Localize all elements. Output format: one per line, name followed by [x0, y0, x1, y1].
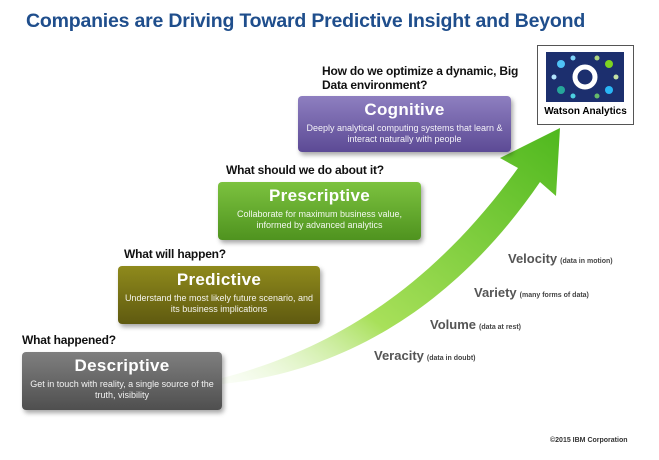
stage-descriptive-box: Descriptive Get in touch with reality, a… [22, 352, 222, 410]
question-prescriptive: What should we do about it? [226, 163, 384, 177]
v-variety: Variety(many forms of data) [474, 285, 589, 300]
v-sub: (data in motion) [560, 258, 613, 265]
stage-description: Collaborate for maximum business value, … [236, 209, 403, 230]
v-sub: (data in doubt) [426, 355, 476, 362]
stage-cognitive-box: Cognitive Deeply analytical computing sy… [298, 96, 511, 152]
stage-title: Predictive [176, 270, 262, 289]
watson-analytics-logo: Watson Analytics [537, 45, 634, 125]
copyright: ©2015 IBM Corporation [550, 437, 628, 444]
stage-title: Prescriptive [269, 186, 370, 205]
v-veracity: Veracity(data in doubt) [374, 348, 475, 363]
stage-title: Cognitive [364, 100, 445, 119]
v-label: Variety [474, 285, 517, 300]
v-label: Volume [430, 317, 476, 332]
v-volume: Volume(data at rest) [430, 317, 521, 332]
question-cognitive: How do we optimize a dynamic, Big Data e… [322, 64, 519, 92]
watson-analytics-logo-icon [546, 52, 624, 102]
v-label: Veracity [374, 348, 424, 363]
stage-title: Descriptive [74, 356, 170, 375]
stage-prescriptive-box: Prescriptive Collaborate for maximum bus… [218, 182, 421, 240]
watson-analytics-label: Watson Analytics [544, 106, 627, 117]
stage-description: Understand the most likely future scenar… [124, 293, 314, 314]
question-predictive: What will happen? [124, 247, 226, 261]
question-descriptive: What happened? [22, 333, 116, 347]
stage-description: Get in touch with reality, a single sour… [30, 379, 214, 400]
v-label: Velocity [508, 251, 558, 266]
page-title: Companies are Driving Toward Predictive … [26, 10, 586, 32]
v-sub: (many forms of data) [519, 292, 589, 299]
v-sub: (data at rest) [479, 324, 522, 331]
v-velocity: Velocity(data in motion) [508, 251, 613, 266]
stage-description: Deeply analytical computing systems that… [306, 123, 503, 144]
stage-predictive-box: Predictive Understand the most likely fu… [118, 266, 320, 324]
